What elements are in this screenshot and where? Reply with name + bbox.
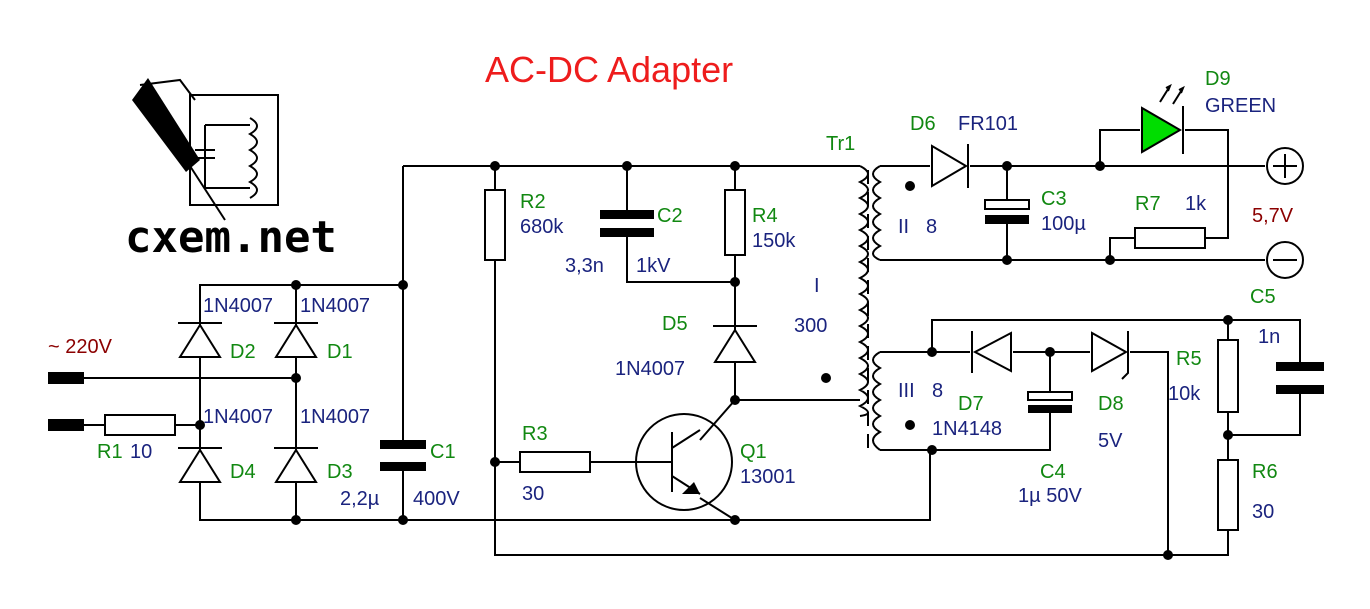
c1-ref-label: C1 (430, 441, 456, 463)
resistor-r4 (724, 189, 746, 256)
r4-value-label: 150k (752, 230, 796, 252)
resistor-r1 (104, 414, 176, 436)
resistor-r2 (484, 189, 506, 261)
resistor-r6 (1217, 459, 1239, 531)
transformer-tr1 (821, 165, 915, 451)
r4-ref-label: R4 (752, 205, 778, 227)
q1-ref-label: Q1 (740, 441, 767, 463)
probe-icon (132, 78, 200, 172)
r6-ref-label: R6 (1252, 461, 1278, 483)
input-voltage-label: ~ 220V (48, 336, 113, 358)
diode-d7 (971, 331, 1012, 373)
tr1-turns_I-label: 300 (794, 315, 827, 337)
d2-value-label: 1N4007 (203, 295, 273, 317)
d9-value-label: GREEN (1205, 95, 1276, 117)
tr1-winding_III-label: III (898, 380, 915, 402)
resistor-r3 (519, 451, 591, 473)
r1-ref-label: R1 (97, 441, 123, 463)
c3-ref-label: C3 (1041, 188, 1067, 210)
c2-ref-label: C2 (657, 205, 683, 227)
c4-ref-label: C4 (1040, 461, 1066, 483)
led-d9 (1141, 83, 1185, 154)
d2-ref-label: D2 (230, 341, 256, 363)
capacitor-c3 (984, 199, 1030, 224)
tr1-turns_III-label: 8 (932, 380, 943, 402)
capacitor-c2 (600, 210, 654, 237)
tr1-winding_I-label: I (814, 275, 820, 297)
transistor-q1 (635, 413, 733, 511)
output-voltage-label: 5,7V (1252, 205, 1294, 227)
r3-value-label: 30 (522, 483, 544, 505)
r6-value-label: 30 (1252, 501, 1274, 523)
diode-d4 (178, 447, 222, 483)
c2-voltage-label: 1kV (636, 255, 671, 277)
d1-ref-label: D1 (327, 341, 353, 363)
d6-ref-label: D6 (910, 113, 936, 135)
resistor-r7 (1134, 227, 1206, 249)
diode-d6 (931, 144, 969, 188)
resistor-r5 (1217, 339, 1239, 413)
ac-terminal-1 (48, 372, 84, 384)
c5-ref-label: C5 (1250, 286, 1276, 308)
d1-value-label: 1N4007 (300, 295, 370, 317)
diode-d3 (274, 447, 318, 483)
d3-ref-label: D3 (327, 461, 353, 483)
logo-text: cxem.net (125, 212, 337, 263)
d8-value-label: 5V (1098, 430, 1123, 452)
r7-value-label: 1k (1185, 193, 1207, 215)
diodes (178, 83, 1185, 483)
logo: cxem.net (125, 78, 337, 263)
c5-value-label: 1n (1258, 326, 1280, 348)
c3-value-label: 100µ (1041, 213, 1086, 235)
r3-ref-label: R3 (522, 423, 548, 445)
d9-ref-label: D9 (1205, 68, 1231, 90)
tr1-ref-label: Tr1 (826, 133, 855, 155)
d4-value-label: 1N4007 (203, 406, 273, 428)
terminals (48, 147, 1304, 431)
c1-value-label: 2,2µ (340, 488, 380, 510)
c2-value-label: 3,3n (565, 255, 604, 277)
diode-d2 (178, 322, 222, 358)
logo-coil (247, 117, 258, 199)
d7-ref-label: D7 (958, 393, 984, 415)
capacitors (380, 199, 1324, 471)
r2-ref-label: R2 (520, 191, 546, 213)
d3-value-label: 1N4007 (300, 406, 370, 428)
resistors (104, 189, 1239, 531)
junctions (195, 161, 1233, 560)
tr1-winding_II-label: II (898, 216, 909, 238)
r7-ref-label: R7 (1135, 193, 1161, 215)
diode-d1 (274, 322, 318, 358)
d5-ref-label: D5 (662, 313, 688, 335)
ac-terminal-2 (48, 419, 84, 431)
r5-ref-label: R5 (1176, 348, 1202, 370)
d4-ref-label: D4 (230, 461, 256, 483)
capacitor-c5 (1276, 362, 1324, 394)
r2-value-label: 680k (520, 216, 564, 238)
d6-value-label: FR101 (958, 113, 1018, 135)
capacitor-c1 (380, 440, 426, 471)
diode-d8 (1091, 331, 1129, 380)
q1-value-label: 13001 (740, 466, 796, 488)
d7-value-label: 1N4148 (932, 418, 1002, 440)
r5-value-label: 10k (1168, 383, 1201, 405)
minus-terminal-icon (1266, 241, 1304, 279)
c4-value-label: 1µ 50V (1018, 485, 1082, 507)
d5-value-label: 1N4007 (615, 358, 685, 380)
tr1-turns_II-label: 8 (926, 216, 937, 238)
diagram-title: AC-DC Adapter (485, 49, 733, 90)
d8-ref-label: D8 (1098, 393, 1124, 415)
capacitor-c4 (1027, 391, 1073, 413)
c1-voltage-label: 400V (413, 488, 460, 510)
r1-value-label: 10 (130, 441, 152, 463)
plus-terminal-icon (1266, 147, 1304, 185)
labels: ~ 220V 5,7V R1 10 1N4007 1N4007 D2 D1 1N… (48, 68, 1294, 523)
diode-d5 (713, 325, 757, 363)
